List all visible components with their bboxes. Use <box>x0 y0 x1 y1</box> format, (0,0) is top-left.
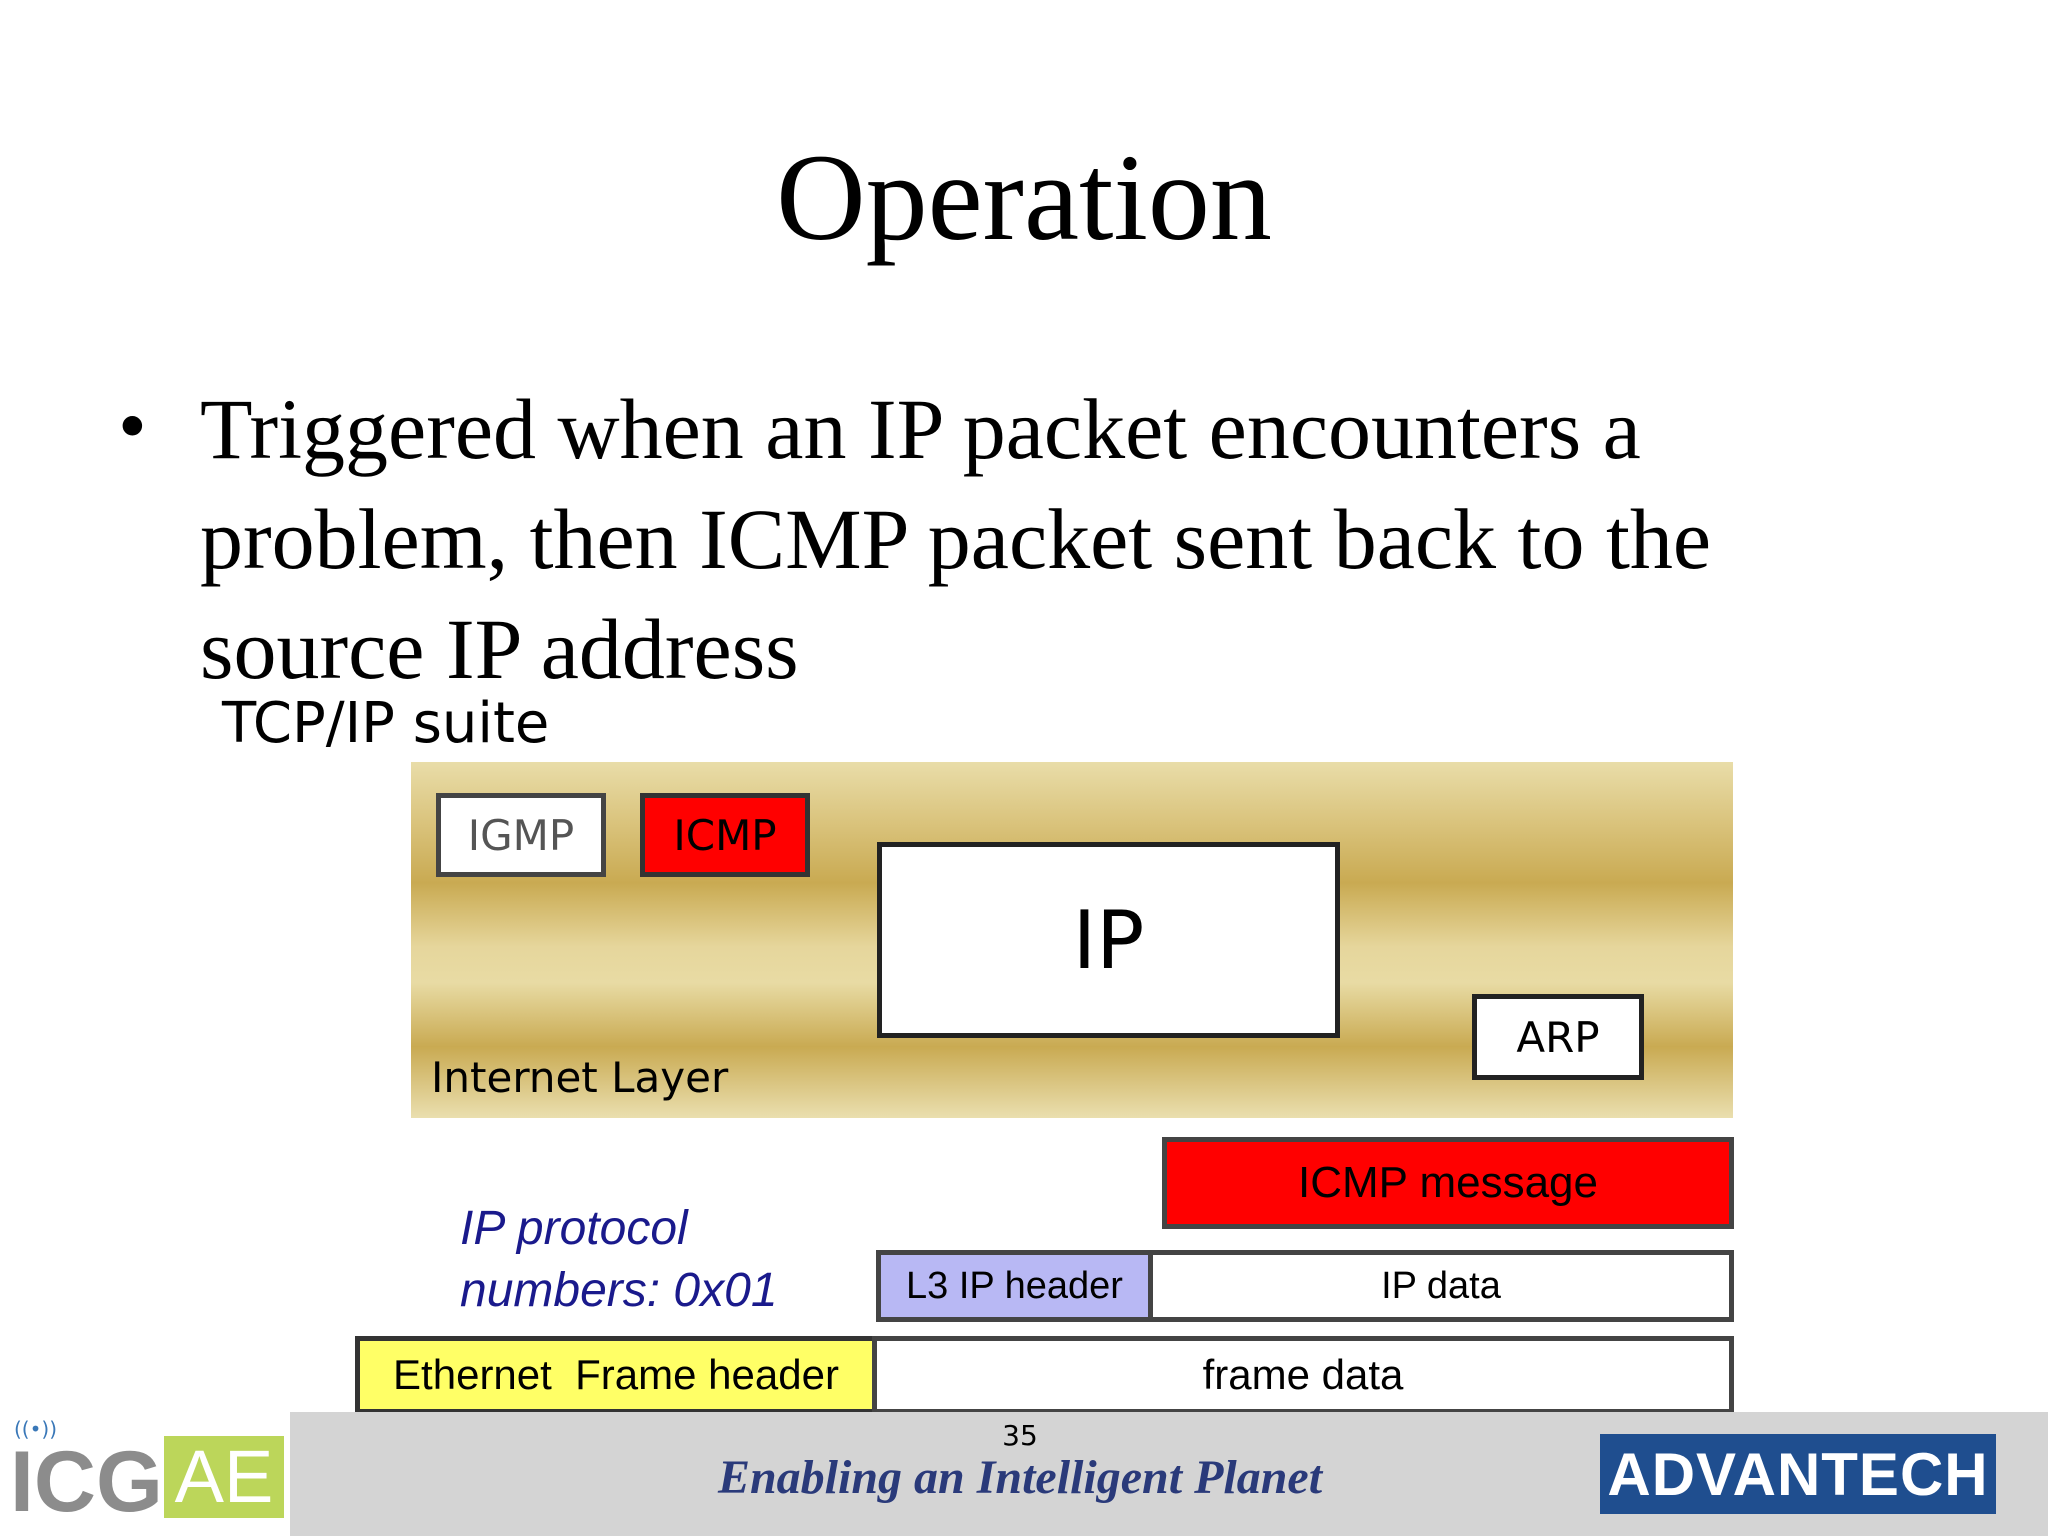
icmp-box: ICMP <box>640 793 810 877</box>
ae-logo-text: AE <box>164 1436 284 1518</box>
igmp-box: IGMP <box>436 793 606 877</box>
frame-data-box: frame data <box>872 1336 1734 1414</box>
internet-layer-label: Internet Layer <box>431 1053 729 1102</box>
footer-tagline: Enabling an Intelligent Planet <box>717 1451 1323 1504</box>
protocol-note: IP protocol numbers: 0x01 <box>460 1198 778 1322</box>
ip-data-box: IP data <box>1148 1250 1734 1322</box>
slide-title: Operation <box>776 129 1272 266</box>
l3-ip-header-box: L3 IP header <box>876 1250 1153 1322</box>
arp-box: ARP <box>1472 994 1644 1080</box>
advantech-logo: ADVANTECH <box>1600 1434 1996 1514</box>
suite-label: TCP/IP suite <box>222 691 550 756</box>
icg-logo-text: ICG <box>10 1434 163 1530</box>
bullet-text: Triggered when an IP packet encounters a… <box>200 381 1712 697</box>
protocol-note-line-1: IP protocol <box>460 1202 688 1255</box>
ethernet-frame-header-box: Ethernet Frame header <box>355 1336 877 1414</box>
page-number: 35 <box>1002 1419 1038 1452</box>
bullet-marker: • <box>118 380 147 471</box>
ip-box: IP <box>877 842 1340 1038</box>
wireless-signal-icon: ((•)) <box>14 1417 58 1441</box>
protocol-note-line-2: numbers: 0x01 <box>460 1264 778 1317</box>
icg-ae-logo: ((•)) ICG AE <box>4 1418 286 1532</box>
icmp-message-box: ICMP message <box>1162 1137 1734 1229</box>
